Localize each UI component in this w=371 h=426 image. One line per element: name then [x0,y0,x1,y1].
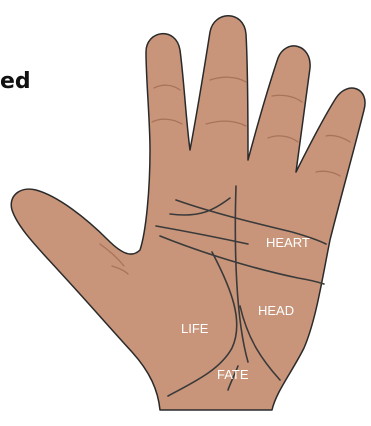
head-line-label: HEAD [258,303,294,318]
heart-line-label: HEART [266,235,310,250]
hand-silhouette [11,16,365,410]
fate-line-label: FATE [217,367,249,382]
life-line-label: LIFE [181,321,209,336]
